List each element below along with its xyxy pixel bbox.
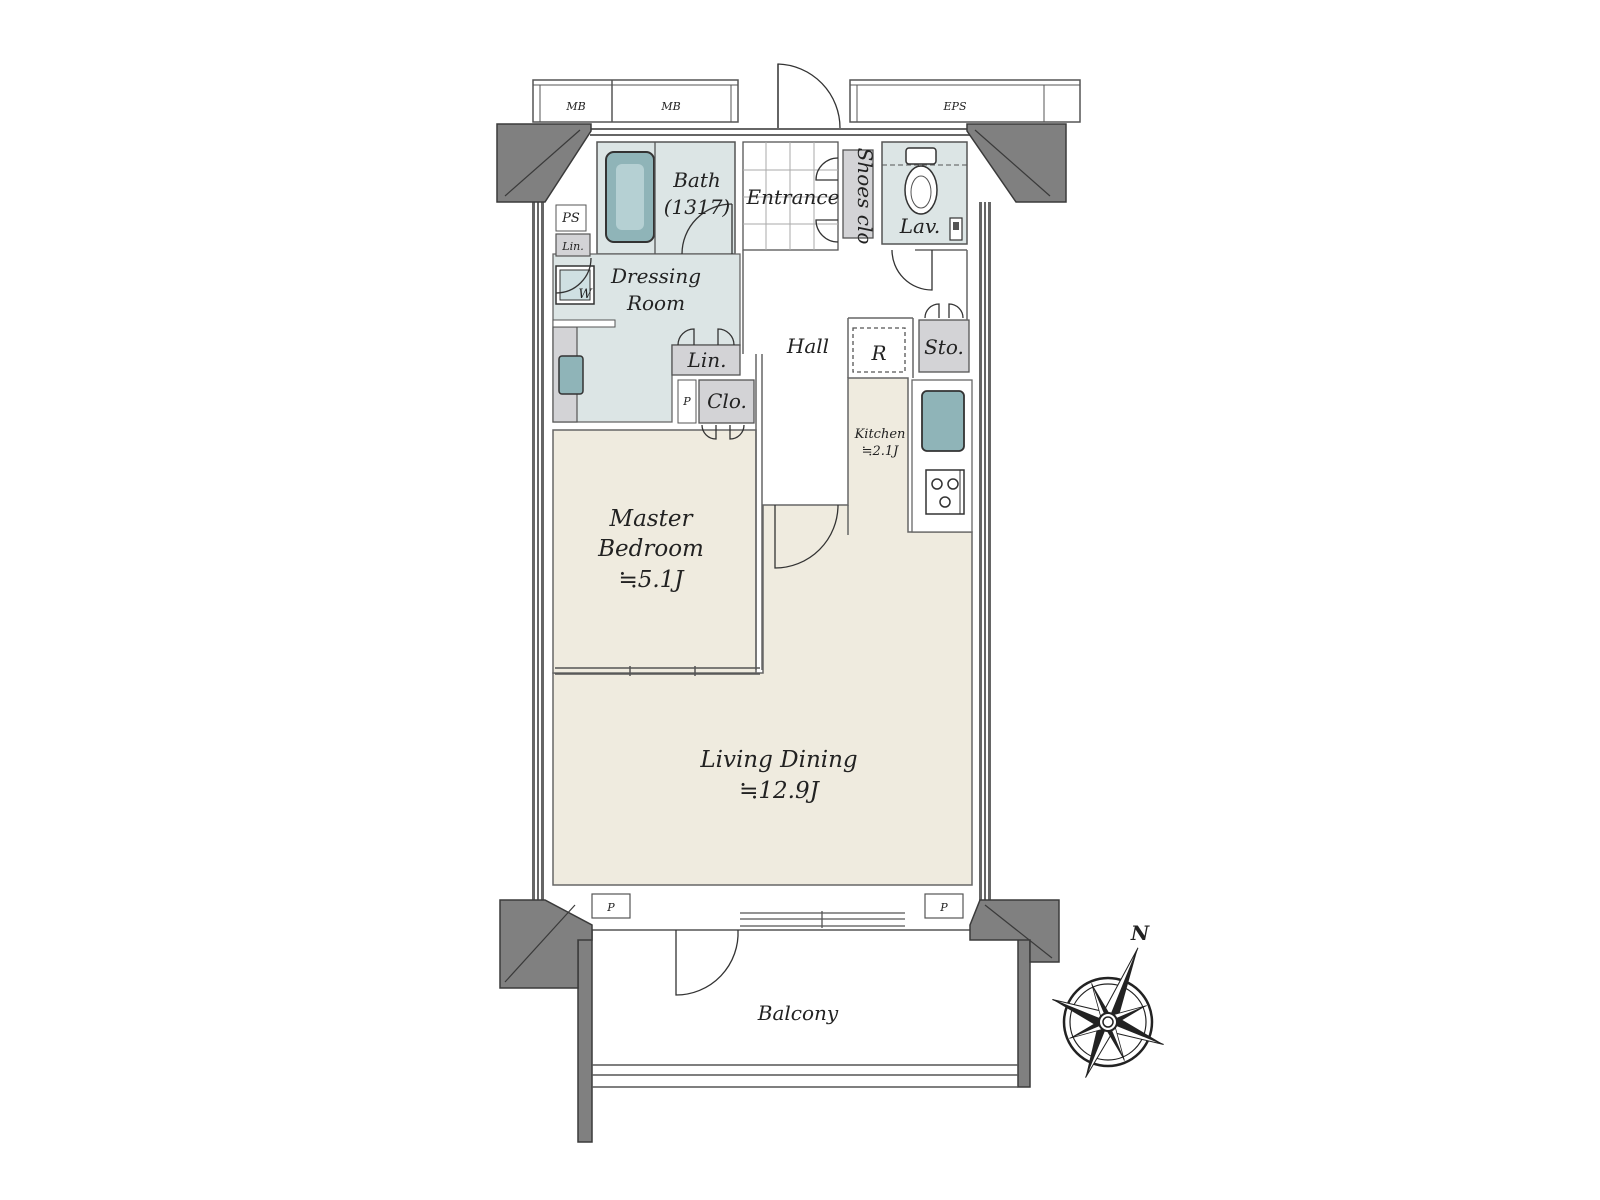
stove-icon <box>925 469 965 515</box>
living-dining-size-label: ≒12.9J <box>739 778 820 804</box>
lin-label: Lin. <box>687 348 727 372</box>
dressing-label-1: Dressing <box>610 264 701 288</box>
sto-closet <box>918 319 970 373</box>
hall-label: Hall <box>786 334 829 358</box>
mb-label-2: MB <box>660 100 680 113</box>
refrigerator-space <box>852 327 906 373</box>
door-swings <box>555 63 964 996</box>
shoes-closet-label: Shoes clo <box>853 148 877 245</box>
lav-label: Lav. <box>899 214 941 238</box>
balcony-label: Balcony <box>757 1001 839 1025</box>
shoes-closet <box>842 149 874 239</box>
ps-label: PS <box>561 211 580 226</box>
entrance-label: Entrance <box>746 185 840 209</box>
pillar-p-right-label: P <box>939 901 948 914</box>
north-label: N <box>1130 921 1150 945</box>
sink-icon <box>921 390 965 452</box>
entrance-tiles <box>742 141 839 251</box>
clo-closet <box>698 379 755 424</box>
kitchen-label: Kitchen <box>854 427 906 442</box>
sto-label: Sto. <box>924 335 964 359</box>
master-bedroom-label-1: Master <box>609 506 695 532</box>
kitchen-size-label: ≒2.1J <box>862 444 900 459</box>
outer-walls <box>532 128 1031 1143</box>
master-bedroom-floor <box>552 429 757 674</box>
lin-small-closet <box>555 233 591 257</box>
mb-label-1: MB <box>565 100 585 113</box>
washer-label: W <box>578 287 593 302</box>
lin-closet <box>671 344 741 376</box>
eps-label: EPS <box>943 100 967 113</box>
compass-icon <box>1052 947 1164 1078</box>
master-bedroom-size-label: ≒5.1J <box>618 567 685 593</box>
refrigerator-label: R <box>870 341 886 365</box>
washbasin-icon <box>558 355 584 395</box>
pillar-p-left-label: P <box>606 901 615 914</box>
washer-icon <box>555 265 595 305</box>
lin-small-label: Lin. <box>561 240 583 253</box>
master-bedroom-label-2: Bedroom <box>597 536 704 562</box>
clo-label: Clo. <box>707 389 747 413</box>
dressing-label-2: Room <box>626 291 685 315</box>
bath-size-label: (1317) <box>664 195 731 219</box>
p-small-label: P <box>682 395 691 408</box>
top-meter-boxes <box>532 79 1081 123</box>
toilet-icon <box>904 147 938 215</box>
living-dining-floor <box>552 377 973 886</box>
living-dining-label: Living Dining <box>699 747 857 773</box>
bath-label: Bath <box>672 168 721 192</box>
